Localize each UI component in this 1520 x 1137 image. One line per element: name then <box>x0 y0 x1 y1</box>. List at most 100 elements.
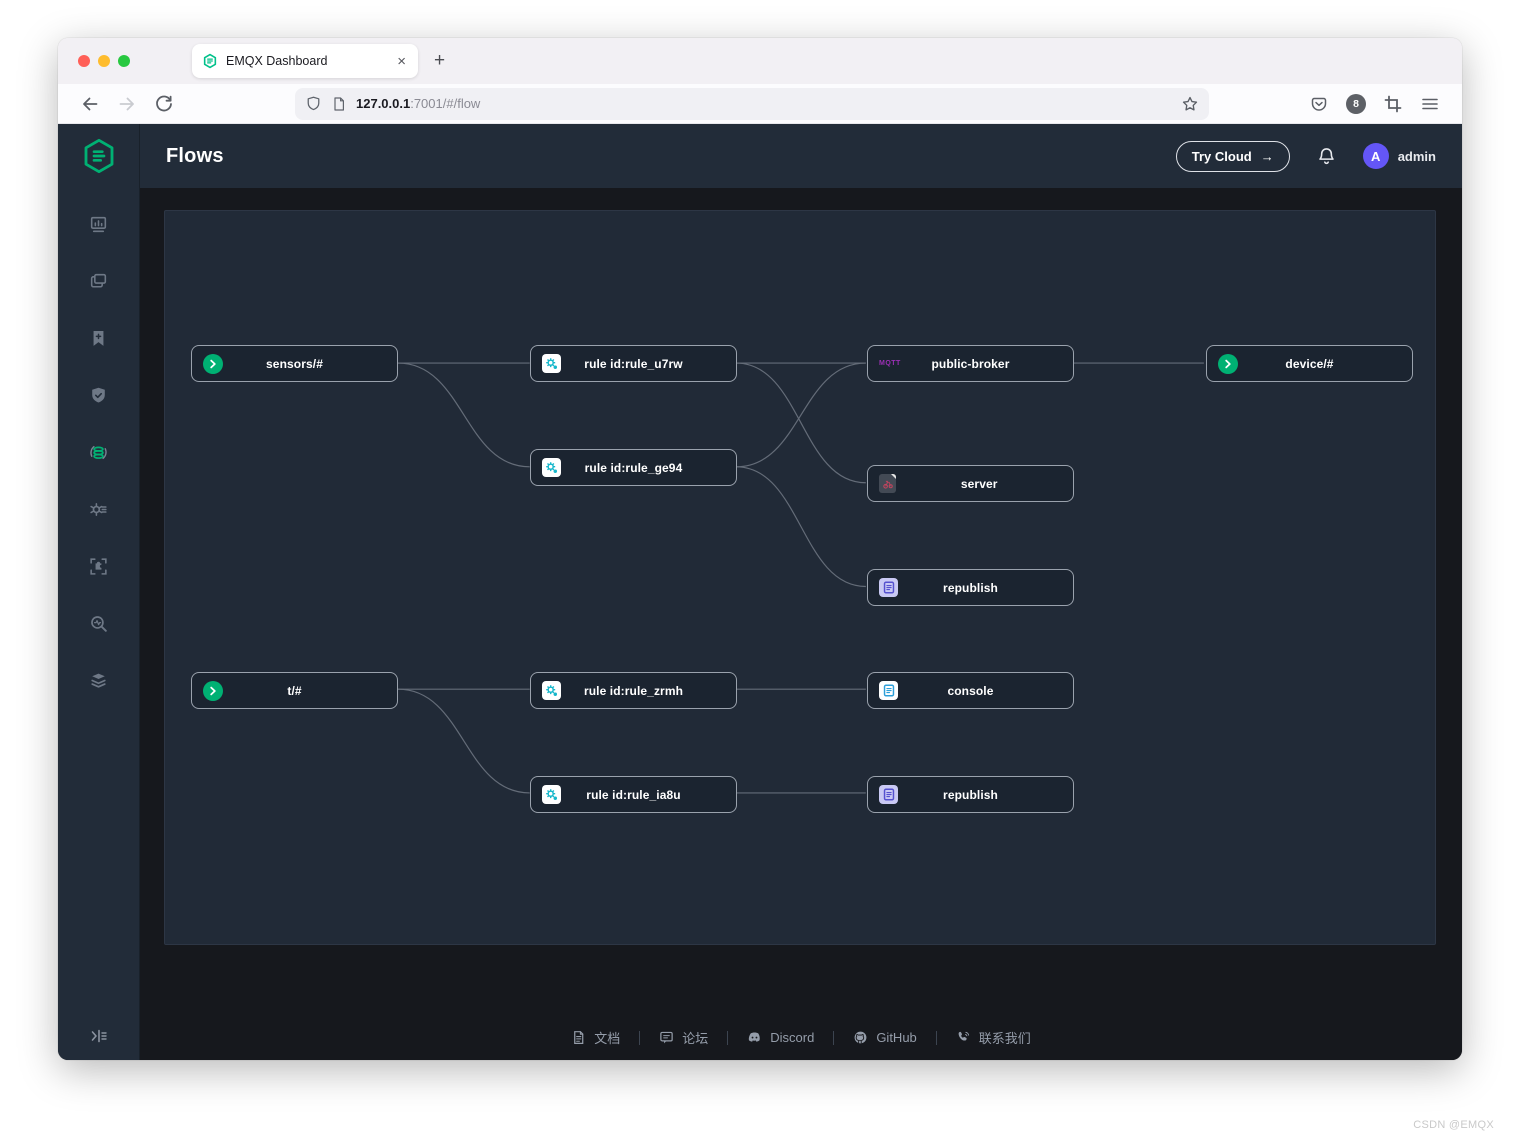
windows-icon <box>88 271 109 292</box>
browser-window: EMQX Dashboard × + 127.0.0.1:7001/#/flow <box>58 38 1462 1060</box>
bridge-chevron-icon <box>203 353 223 374</box>
node-label: republish <box>943 580 998 595</box>
close-window-button[interactable] <box>78 55 90 67</box>
sidebar-item-access-control[interactable] <box>58 367 139 424</box>
minimize-window-button[interactable] <box>98 55 110 67</box>
bar-chart-icon <box>88 214 109 235</box>
flow-node-republish1[interactable]: republish <box>867 569 1074 606</box>
gear-list-icon <box>88 499 109 520</box>
plugin-icon <box>88 556 109 577</box>
tab-close-icon[interactable]: × <box>397 52 406 70</box>
url-path: :7001/#/flow <box>410 96 481 111</box>
emqx-favicon-icon <box>202 53 218 69</box>
shield-check-icon <box>88 385 109 406</box>
page-info-icon[interactable] <box>331 96 347 112</box>
extension-badge[interactable]: 8 <box>1346 93 1366 114</box>
footer-divider <box>727 1030 729 1045</box>
pocket-icon[interactable] <box>1309 94 1329 114</box>
bookmark-star-icon[interactable] <box>1181 95 1199 113</box>
url-text[interactable]: 127.0.0.1:7001/#/flow <box>356 96 480 111</box>
screenshot-crop-icon[interactable] <box>1383 94 1403 114</box>
flow-node-rule_ia8u[interactable]: rule id:rule_ia8u <box>530 776 737 813</box>
bridge-chevron-icon <box>1218 353 1238 374</box>
flow-edge-sensors-rule_ge94 <box>398 362 530 468</box>
footer-divider <box>833 1030 835 1045</box>
tracking-shield-icon[interactable] <box>305 95 322 112</box>
footer-link-label: GitHub <box>876 1030 917 1045</box>
rule-gear-icon <box>542 354 561 373</box>
sidebar-collapse-icon[interactable] <box>58 1026 139 1046</box>
flow-node-sensors[interactable]: sensors/# <box>191 345 398 382</box>
footer-link-label: 论坛 <box>682 1031 709 1046</box>
new-tab-button[interactable]: + <box>434 50 446 71</box>
search-pulse-icon <box>88 613 109 634</box>
footer-link-forum[interactable]: 论坛 <box>659 1028 708 1047</box>
sidebar-item-extensions[interactable] <box>58 538 139 595</box>
node-label: rule id:rule_ge94 <box>584 460 683 475</box>
notification-bell-icon[interactable] <box>1316 146 1337 167</box>
url-host: 127.0.0.1 <box>356 96 411 111</box>
flow-node-rule_zrmh[interactable]: rule id:rule_zrmh <box>530 672 737 709</box>
traffic-lights <box>78 55 130 67</box>
url-bar[interactable]: 127.0.0.1:7001/#/flow <box>295 87 1209 120</box>
emqx-logo-icon[interactable] <box>58 124 139 188</box>
avatar: A <box>1362 143 1389 169</box>
footer-link-github[interactable]: GitHub <box>853 1030 917 1045</box>
sidebar-item-monitoring[interactable] <box>58 196 139 253</box>
browser-tab[interactable]: EMQX Dashboard × <box>192 44 418 78</box>
sidebar-item-diagnose[interactable] <box>58 595 139 652</box>
forward-icon[interactable] <box>117 94 137 114</box>
emqx-dashboard: Flows Try Cloud → A admin <box>58 124 1462 1060</box>
user-menu[interactable]: A admin <box>1362 143 1436 169</box>
app-header: Flows Try Cloud → A admin <box>140 124 1462 188</box>
try-cloud-label: Try Cloud <box>1191 148 1252 164</box>
flow-node-republish2[interactable]: republish <box>867 776 1074 813</box>
flow-node-server[interactable]: server <box>867 465 1074 502</box>
sidebar-item-authentication[interactable] <box>58 310 139 367</box>
node-label: t/# <box>287 683 302 698</box>
footer-divider <box>639 1030 641 1045</box>
node-label: rule id:rule_ia8u <box>586 787 681 802</box>
contact-icon <box>956 1030 971 1045</box>
node-label: rule id:rule_u7rw <box>584 356 683 371</box>
flow-edge-rule_u7rw-server <box>736 362 866 484</box>
footer-link-docs[interactable]: 文档 <box>571 1028 620 1047</box>
sidebar-item-system[interactable] <box>58 652 139 709</box>
sidebar-item-management[interactable] <box>58 481 139 538</box>
flow-node-rule_u7rw[interactable]: rule id:rule_u7rw <box>530 345 737 382</box>
mqtt-badge-icon: MQTT <box>879 360 901 367</box>
username: admin <box>1397 148 1436 164</box>
node-label: console <box>947 683 994 698</box>
footer-link-label: Discord <box>770 1030 815 1045</box>
menu-hamburger-icon[interactable] <box>1420 94 1440 114</box>
footer-divider <box>935 1030 937 1045</box>
zoom-window-button[interactable] <box>118 55 130 67</box>
sidebar-item-connections[interactable] <box>58 253 139 310</box>
flow-node-device[interactable]: device/# <box>1206 345 1413 382</box>
sidebar-item-integration[interactable] <box>58 424 139 481</box>
flow-node-console[interactable]: console <box>867 672 1074 709</box>
republish-doc-icon <box>879 785 898 804</box>
flow-node-t[interactable]: t/# <box>191 672 398 709</box>
layers-icon <box>88 670 109 691</box>
try-cloud-button[interactable]: Try Cloud → <box>1175 140 1290 172</box>
footer-link-discord[interactable]: Discord <box>747 1030 814 1045</box>
tab-title: EMQX Dashboard <box>226 54 328 68</box>
node-label: device/# <box>1285 356 1334 371</box>
github-icon <box>853 1030 868 1045</box>
browser-toolbar: 127.0.0.1:7001/#/flow 8 <box>58 84 1462 124</box>
footer-link-contact[interactable]: 联系我们 <box>956 1028 1031 1047</box>
reload-icon[interactable] <box>154 94 174 114</box>
flow-edge-rule_ge94-public_broker <box>736 362 866 468</box>
page-title: Flows <box>166 144 224 167</box>
flow-node-rule_ge94[interactable]: rule id:rule_ge94 <box>530 449 737 486</box>
arrow-right-icon: → <box>1260 148 1274 164</box>
node-label: sensors/# <box>266 356 323 371</box>
flow-edge-t-rule_ia8u <box>398 688 530 794</box>
back-icon[interactable] <box>80 94 100 114</box>
footer: 文档 论坛 Discord GitHub 联系我们 <box>140 1028 1462 1047</box>
data-flow-icon <box>88 442 109 463</box>
